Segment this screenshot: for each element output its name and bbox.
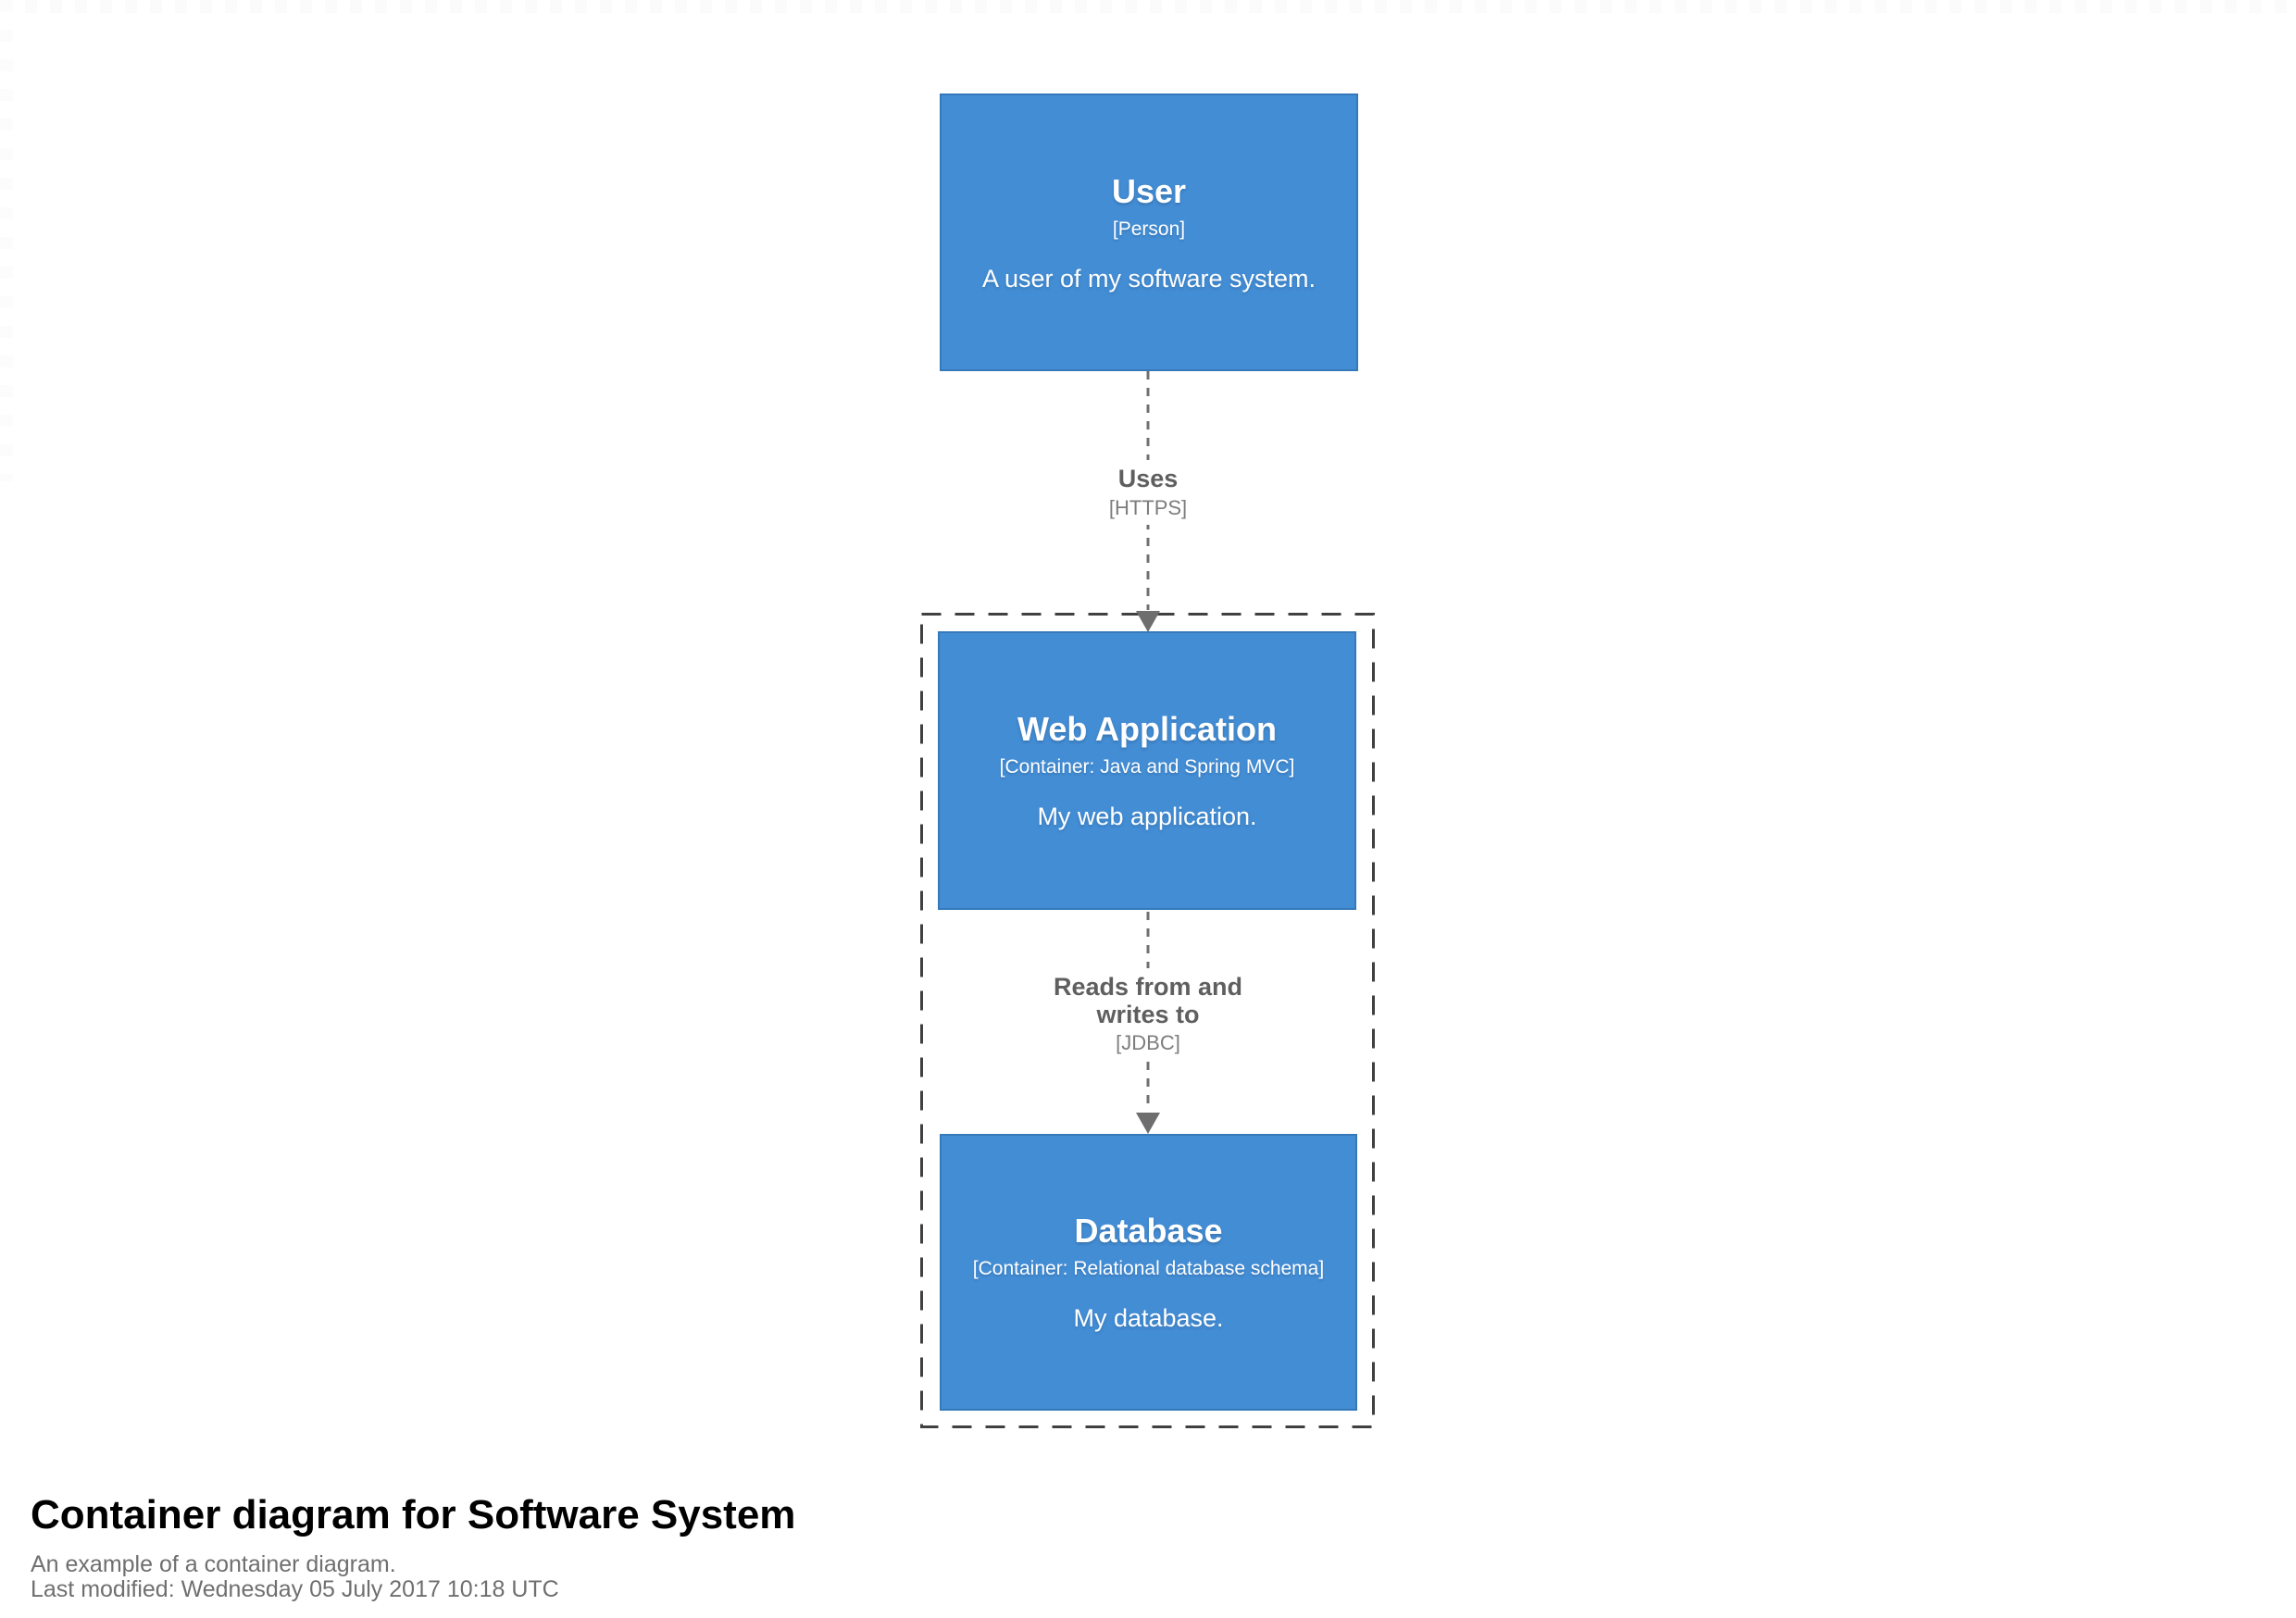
element-user[interactable]: User [Person] A user of my software syst… — [940, 93, 1358, 371]
page-edge-top-dashes — [0, 0, 2296, 13]
element-description: My database. — [1073, 1304, 1224, 1333]
element-database[interactable]: Database [Container: Relational database… — [940, 1134, 1357, 1411]
page-edge-left-dashes — [0, 0, 13, 481]
arrowhead-down-icon — [1136, 1113, 1160, 1134]
diagram-description: An example of a container diagram. — [31, 1550, 396, 1577]
element-web-application[interactable]: Web Application [Container: Java and Spr… — [938, 631, 1356, 910]
relationship-technology: [HTTPS] — [1108, 495, 1188, 519]
element-metadata: [Container: Java and Spring MVC] — [999, 756, 1295, 778]
element-name: User — [1111, 171, 1187, 210]
element-description: A user of my software system. — [981, 264, 1316, 292]
element-metadata: [Container: Relational database schema] — [972, 1258, 1325, 1280]
element-name: Web Application — [1017, 710, 1277, 749]
relationship-label-uses: Uses [HTTPS] — [1095, 460, 1201, 525]
element-metadata: [Person] — [1112, 218, 1186, 240]
relationship-name: Reads from and writes to — [1053, 973, 1243, 1028]
element-description: My web application. — [1037, 803, 1257, 831]
diagram-footer: Container diagram for Software System An… — [31, 1492, 795, 1602]
arrowhead-down-icon — [1136, 611, 1160, 632]
element-name: Database — [1074, 1212, 1223, 1251]
relationship-technology: [JDBC] — [1116, 1031, 1180, 1055]
relationship-name: Uses — [1117, 465, 1179, 492]
relationship-label-reads-writes: Reads from and writes to [JDBC] — [1024, 968, 1272, 1061]
diagram-last-modified: Last modified: Wednesday 05 July 2017 10… — [31, 1575, 559, 1602]
diagram-title: Container diagram for Software System — [31, 1492, 796, 1537]
